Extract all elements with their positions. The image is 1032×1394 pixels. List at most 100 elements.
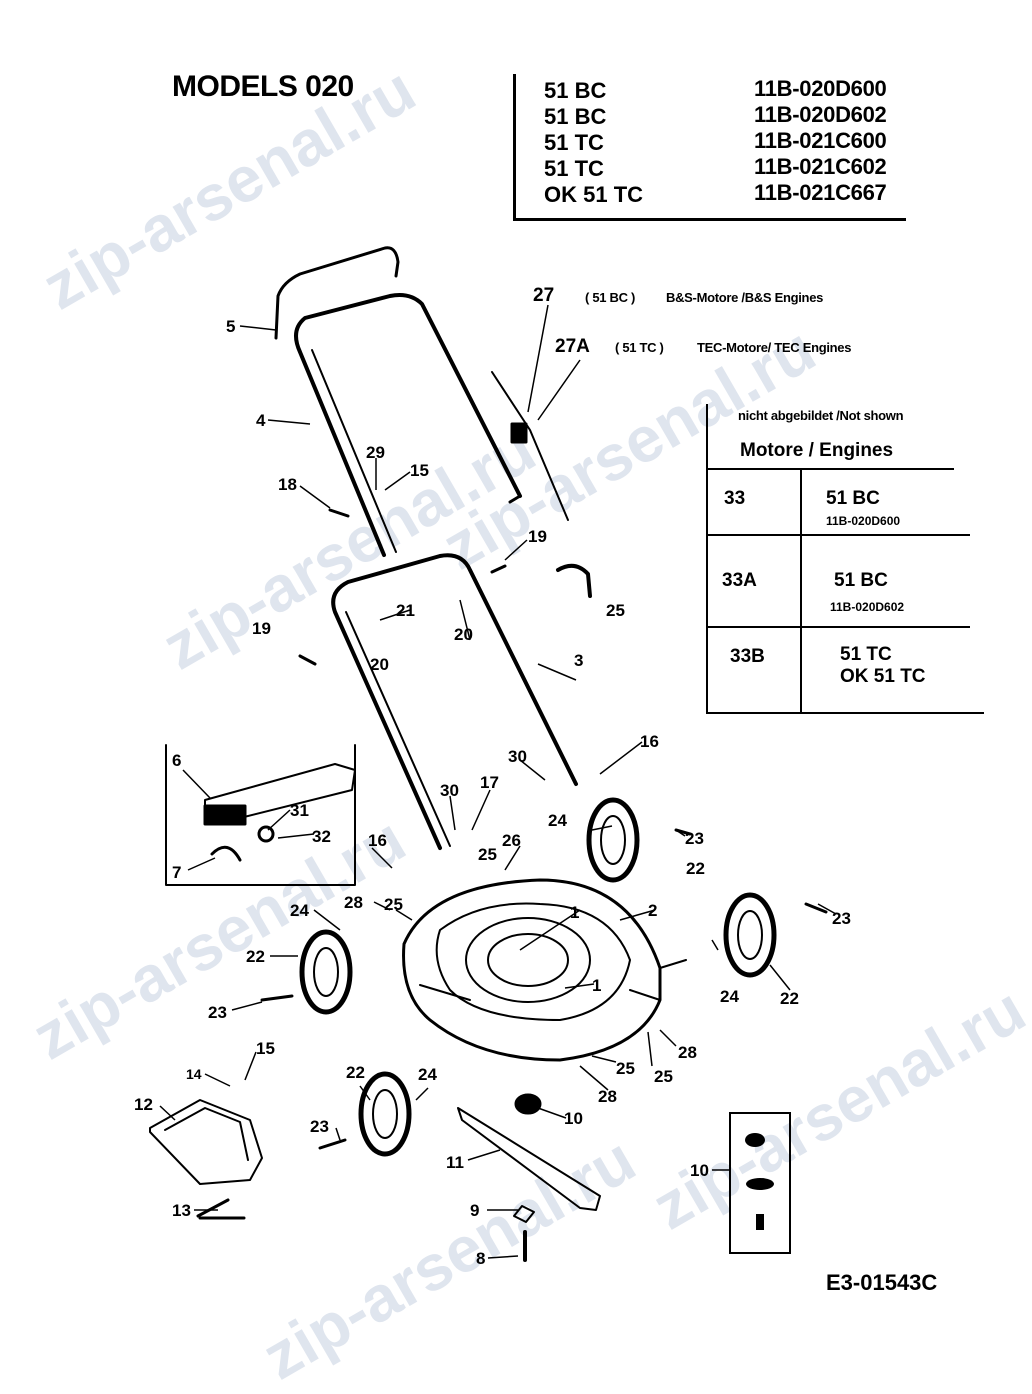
model-code: 11B-021C602 <box>754 154 887 179</box>
model-code: 11B-021C667 <box>754 180 887 205</box>
callout-label: 25 <box>606 601 625 620</box>
inset-frame <box>165 744 356 886</box>
callout-label: 6 <box>172 751 182 770</box>
callout-label: 23 <box>832 909 851 928</box>
engine-ref: 33 <box>724 488 746 509</box>
callout-label: 23 <box>208 1003 227 1022</box>
callout-27: 27 <box>533 285 555 306</box>
models-table: 51 BC 11B-020D600 51 BC 11B-020D602 51 T… <box>513 74 906 221</box>
engine-note-model: ( 51 BC ) <box>585 290 636 305</box>
callout-label: 1 <box>570 903 580 922</box>
model-code: 11B-020D602 <box>754 102 887 127</box>
engine-model: 51 TC <box>840 644 892 665</box>
engine-model: 51 BC <box>834 570 888 591</box>
callout-label: 24 <box>290 901 309 920</box>
callout-label: 30 <box>440 781 459 800</box>
blade-adapter-inset <box>729 1112 791 1254</box>
callout-label: 25 <box>478 845 497 864</box>
callout-label: 10 <box>564 1109 583 1128</box>
cable-clip-part <box>556 563 592 598</box>
callout-label: 26 <box>502 831 521 850</box>
wheel-part <box>358 1071 412 1157</box>
callout-label: 25 <box>654 1067 673 1086</box>
callout-label: 22 <box>246 947 265 966</box>
engine-cable-part <box>491 371 569 521</box>
model-name: 51 BC <box>544 104 607 129</box>
rear-flap-part <box>149 1099 263 1185</box>
upper-handle-part <box>294 293 522 557</box>
document-id: E3-01543C <box>826 1270 938 1295</box>
blade-part <box>457 1107 601 1211</box>
page-title: MODELS 020 <box>172 70 354 103</box>
callout-label: 3 <box>574 651 584 670</box>
callout-label: 5 <box>226 317 236 336</box>
engine-table-heading: Motore / Engines <box>740 440 894 461</box>
callout-label: 24 <box>548 811 567 830</box>
model-name: OK 51 TC <box>544 182 644 207</box>
engine-table: nicht abgebildet /Not shown Motore / Eng… <box>706 404 984 714</box>
engine-note-model: ( 51 TC ) <box>615 340 664 355</box>
callout-label: 1 <box>592 976 602 995</box>
callout-label: 10 <box>690 1161 709 1180</box>
model-code: 11B-021C600 <box>754 128 887 153</box>
callout-27a: 27A <box>555 336 590 357</box>
callout-label: 14 <box>186 1066 202 1082</box>
callout-label: 4 <box>256 411 266 430</box>
engine-model: 51 BC <box>826 488 880 509</box>
callout-label: 28 <box>344 893 363 912</box>
callout-label: 22 <box>346 1063 365 1082</box>
callout-label: 7 <box>172 863 182 882</box>
callout-label: 2 <box>648 901 658 920</box>
callout-label: 18 <box>278 475 297 494</box>
callout-label: 30 <box>508 747 527 766</box>
callout-label: 16 <box>640 732 659 751</box>
engine-note-text: TEC-Motore/ TEC Engines <box>697 340 852 355</box>
callout-label: 22 <box>686 859 705 878</box>
callout-label: 23 <box>310 1117 329 1136</box>
callout-label: 21 <box>396 601 415 620</box>
engine-ref: 33B <box>730 646 765 667</box>
callout-label: 22 <box>780 989 799 1008</box>
callout-label: 16 <box>368 831 387 850</box>
callout-label: 15 <box>410 461 429 480</box>
callout-label: 24 <box>720 987 739 1006</box>
callout-label: 17 <box>480 773 499 792</box>
wheel-part <box>723 892 777 978</box>
callout-label: 8 <box>476 1249 486 1268</box>
callout-label: 15 <box>256 1039 275 1058</box>
callout-label: 28 <box>598 1087 617 1106</box>
blade-adapter-part <box>514 1093 542 1115</box>
model-code: 11B-020D600 <box>754 76 887 101</box>
model-name: 51 TC <box>544 156 604 181</box>
callout-label: 24 <box>418 1065 437 1084</box>
mower-deck-part <box>402 878 662 1062</box>
engine-model: OK 51 TC <box>840 666 926 687</box>
engine-code: 11B-020D600 <box>826 514 901 528</box>
wheel-part <box>299 929 353 1015</box>
bail-handle-part <box>274 246 400 340</box>
engine-note-text: B&S-Motore /B&S Engines <box>666 290 824 305</box>
callout-label: 25 <box>384 895 403 914</box>
callout-label: 11 <box>446 1153 464 1172</box>
callout-label: 9 <box>470 1201 480 1220</box>
model-name: 51 BC <box>544 78 607 103</box>
callout-label: 31 <box>290 801 309 820</box>
callout-label: 19 <box>252 619 271 638</box>
callout-label: 23 <box>685 829 704 848</box>
model-name: 51 TC <box>544 130 604 155</box>
callout-label: 25 <box>616 1059 635 1078</box>
engine-code: 11B-020D602 <box>830 600 905 614</box>
callout-label: 29 <box>366 443 385 462</box>
callout-label: 19 <box>528 527 547 546</box>
callout-label: 28 <box>678 1043 697 1062</box>
callout-label: 20 <box>370 655 389 674</box>
callout-label: 12 <box>134 1095 153 1114</box>
callout-label: 32 <box>312 827 331 846</box>
engine-ref: 33A <box>722 570 757 591</box>
wheel-part <box>586 797 640 883</box>
lower-handle-part <box>331 553 578 850</box>
callout-label: 20 <box>454 625 473 644</box>
callout-label: 13 <box>172 1201 191 1220</box>
not-shown-note: nicht abgebildet /Not shown <box>738 408 904 423</box>
